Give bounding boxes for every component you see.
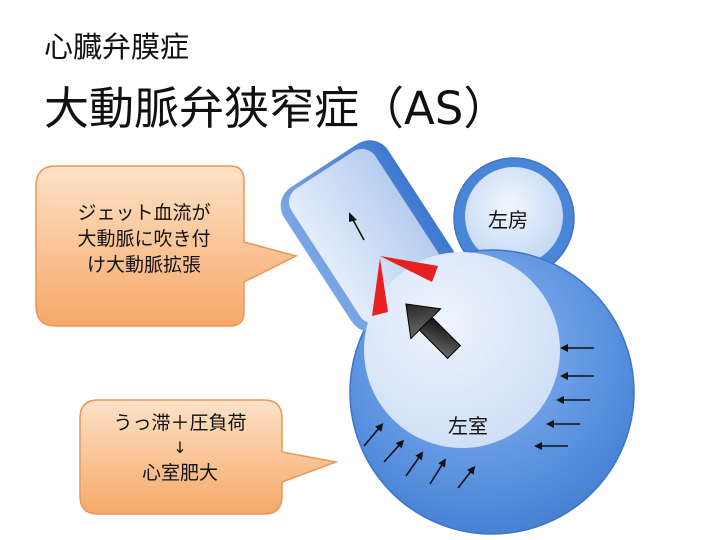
callout-jet-line: 大動脈に吹き付 [77, 228, 211, 250]
pressure-arrow-icon [405, 451, 424, 477]
callout-jet-text: ジェット血流が 大動脈に吹き付 け大動脈拡張 [40, 200, 248, 278]
callout-jet-line: ジェット血流が [77, 202, 211, 224]
pressure-arrow-icon [556, 396, 590, 404]
pressure-arrow-icon [560, 372, 594, 380]
callout-load-bubble [79, 399, 339, 515]
pressure-arrow-icon [546, 420, 580, 428]
pressure-arrow-icon [457, 465, 476, 489]
slide-title: 大動脈弁狭窄症（AS） [44, 82, 509, 135]
callout-load-text: うっ滞＋圧負荷 ↓ 心室肥大 [82, 410, 278, 486]
left-atrium [453, 157, 575, 279]
pressure-arrow-icon [429, 458, 446, 485]
callout-jet-bubble [35, 165, 299, 327]
left-ventricle-cavity [364, 252, 560, 448]
aortic-flow-arrow-icon [349, 212, 365, 241]
left-atrium-label: 左房 [488, 208, 528, 232]
slide-subtitle: 心臓弁膜症 [44, 30, 190, 64]
callout-load-line: 心室肥大 [141, 462, 218, 484]
down-arrow-icon: ↓ [173, 438, 187, 457]
callout-jet-line: け大動脈拡張 [86, 254, 201, 276]
aortic-valve [372, 256, 438, 316]
aortic-valve-leaflet-left [372, 258, 388, 316]
aortic-valve-leaflet-right [380, 256, 438, 282]
left-ventricle-label: 左室 [448, 414, 488, 438]
pressure-arrows-bottom-left [363, 423, 476, 489]
pressure-arrow-icon [363, 423, 384, 447]
pressure-arrows-right [534, 344, 594, 450]
ejection-flow-arrow-icon [405, 303, 462, 360]
pressure-arrow-icon [560, 344, 594, 352]
pressure-arrow-icon [383, 439, 405, 463]
pressure-arrow-icon [534, 442, 568, 450]
callout-load-line: うっ滞＋圧負荷 [113, 412, 247, 434]
